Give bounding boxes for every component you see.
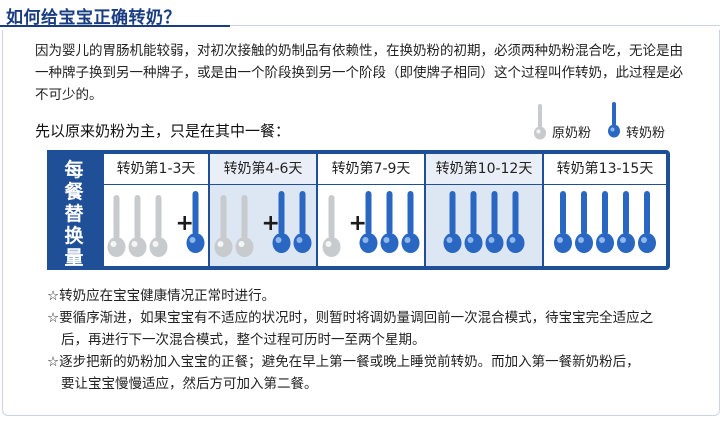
new-formula-spoon-icon	[485, 191, 504, 253]
note-3: ☆逐步把新的奶粉加入宝宝的正餐；避免在早上第一餐或晚上睡觉前转奶。而加入第一餐新…	[47, 354, 640, 370]
column-header: 转奶第7-9天	[318, 154, 424, 184]
column-body	[426, 185, 542, 266]
new-formula-spoon-icon	[401, 191, 420, 253]
notes: ☆转奶应在宝宝健康情况正常时进行。 ☆要循序渐进，如果宝宝有不适应的状况时，则暂…	[47, 285, 687, 395]
new-formula-spoon-icon	[554, 191, 572, 253]
column-day-7-9: 转奶第7-9天 +	[318, 154, 424, 266]
new-formula-spoon-icon	[186, 191, 205, 253]
new-formula-spoon-icon	[380, 191, 399, 253]
spoon-row	[554, 191, 656, 253]
original-formula-spoon-icon	[149, 195, 168, 257]
column-header: 转奶第1-3天	[104, 154, 208, 184]
column-body: +	[104, 185, 208, 266]
title-bar: 如何给宝宝正确转奶？	[0, 0, 723, 28]
column-header: 转奶第13-15天	[544, 154, 666, 184]
note-2-cont: 后，再进行下一次混合模式，整个过程可历时一至两个星期。	[61, 332, 426, 348]
new-formula-spoon-icon	[272, 191, 291, 253]
column-day-1-3: 转奶第1-3天 +	[104, 154, 208, 266]
legend-item-new: 转奶粉	[604, 102, 674, 142]
row-label-cell: 每餐替换量	[47, 150, 100, 270]
transition-table: 每餐替换量 转奶第1-3天 + 转奶第4-6天 + 转奶第7-9天 + 转奶第1…	[47, 150, 670, 270]
column-day-10-12: 转奶第10-12天	[426, 154, 542, 266]
new-formula-spoon-icon	[596, 191, 614, 253]
new-formula-spoon-icon	[617, 191, 635, 253]
new-formula-spoon-icon	[359, 191, 378, 253]
legend-label-original: 原奶粉	[552, 126, 592, 141]
new-formula-spoon-icon	[608, 102, 620, 138]
content-panel	[2, 30, 720, 416]
original-formula-spoon-icon	[235, 195, 254, 257]
plus-icon: +	[262, 211, 280, 236]
new-formula-spoon-icon	[464, 191, 483, 253]
title-rule	[230, 25, 720, 26]
page-title: 如何给宝宝正确转奶？	[6, 8, 181, 28]
spoon-row: +	[322, 191, 420, 257]
spoon-row: +	[214, 191, 312, 257]
plus-icon: +	[349, 211, 367, 236]
legend-item-original: 原奶粉	[530, 102, 600, 142]
new-formula-spoon-icon	[575, 191, 593, 253]
subheading: 先以原来奶粉为主，只是在其中一餐：	[35, 122, 291, 140]
original-formula-spoon-icon	[128, 195, 147, 257]
intro-paragraph: 因为婴儿的胃肠机能较弱，对初次接触的奶制品有依赖性，在换奶粉的初期，必须两种奶粉…	[35, 43, 683, 103]
column-day-13-15: 转奶第13-15天	[544, 154, 666, 266]
column-header: 转奶第10-12天	[426, 154, 542, 184]
column-day-4-6: 转奶第4-6天 +	[210, 154, 316, 266]
column-body: +	[318, 185, 424, 266]
original-formula-spoon-icon	[534, 104, 546, 140]
note-3-cont: 要让宝宝慢慢适应，然后方可加入第二餐。	[61, 376, 318, 392]
original-formula-spoon-icon	[107, 195, 126, 257]
spoon-row: +	[107, 191, 205, 257]
column-body	[544, 185, 666, 266]
note-1: ☆转奶应在宝宝健康情况正常时进行。	[47, 288, 276, 304]
new-formula-spoon-icon	[293, 191, 312, 253]
title-underline	[0, 25, 230, 27]
plus-icon: +	[176, 211, 194, 236]
legend-label-new: 转奶粉	[626, 126, 666, 141]
column-header: 转奶第4-6天	[210, 154, 316, 184]
spoon-row	[443, 191, 525, 253]
note-2: ☆要循序渐进，如果宝宝有不适应的状况时，则暂时将调奶量调回前一次混合模式，待宝宝…	[47, 310, 654, 326]
row-label: 每餐替换量	[64, 159, 84, 269]
new-formula-spoon-icon	[638, 191, 656, 253]
new-formula-spoon-icon	[506, 191, 525, 253]
new-formula-spoon-icon	[443, 191, 462, 253]
original-formula-spoon-icon	[214, 195, 233, 257]
original-formula-spoon-icon	[322, 195, 341, 257]
column-body: +	[210, 185, 316, 266]
